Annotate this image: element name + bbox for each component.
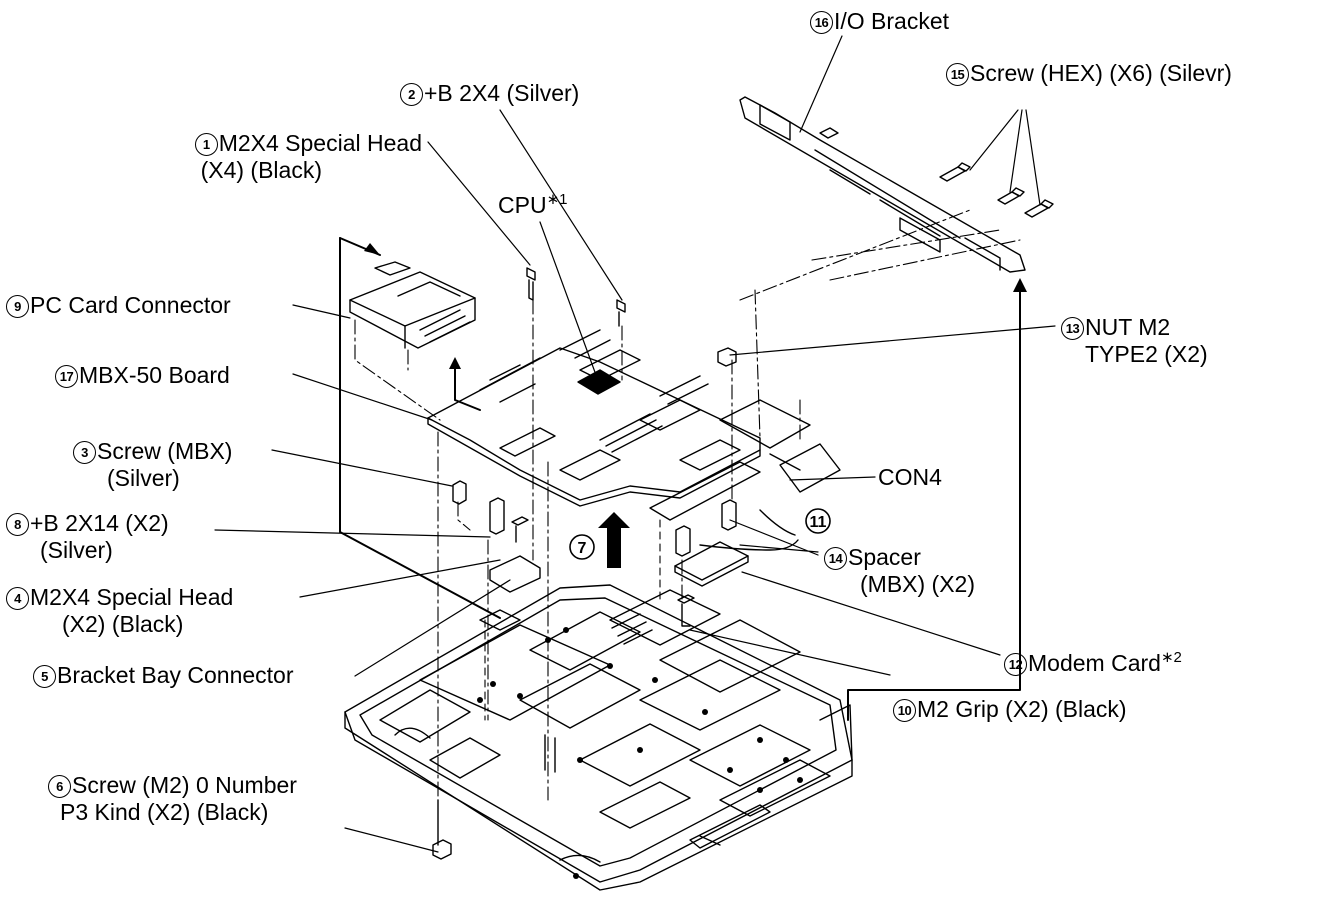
- footnote-mark: ∗2: [1160, 649, 1182, 666]
- modem-card: [674, 541, 749, 587]
- label-text: M2 Grip (X2) (Black): [917, 696, 1127, 722]
- step-7-marker: 7: [578, 540, 587, 557]
- label-b-2x4: 2+B 2X4 (Silver): [400, 80, 579, 107]
- label-text: MBX-50 Board: [79, 362, 230, 388]
- label-text: NUT M2: [1085, 314, 1171, 340]
- dashed-lines: [484, 519, 661, 721]
- label-text: M2X4 Special Head: [218, 130, 422, 156]
- pc-card-connector: [349, 261, 476, 349]
- label-con4: CON4: [878, 464, 942, 491]
- label-text: Screw (MBX): [97, 438, 233, 464]
- step-11-marker: 11: [810, 514, 827, 531]
- callout-number: 2: [400, 83, 423, 106]
- label-text-line2: (Silver): [40, 537, 113, 563]
- label-text-line2: (MBX) (X2): [860, 571, 975, 597]
- label-text: +B 2X4 (Silver): [424, 80, 580, 106]
- spacers: [675, 347, 737, 557]
- label-text-line2: (X2) (Black): [62, 611, 184, 637]
- label-text-line2: P3 Kind (X2) (Black): [60, 799, 269, 825]
- small-screws: [432, 267, 695, 860]
- label-cpu: CPU∗1: [498, 186, 567, 219]
- label-text-line2: (Silver): [107, 465, 180, 491]
- callout-number: 5: [33, 665, 56, 688]
- callout-number: 4: [6, 587, 29, 610]
- callout-number: 3: [73, 441, 96, 464]
- label-text: +B 2X14 (X2): [30, 510, 169, 536]
- assembly-lines: [354, 209, 1021, 801]
- label-text: Modem Card: [1028, 650, 1161, 676]
- modem-cable: [699, 509, 799, 551]
- case-holes: [477, 627, 803, 879]
- callout-number: 10: [893, 699, 916, 722]
- leader-lines: [214, 35, 1056, 853]
- footnote-mark: ∗1: [546, 191, 568, 208]
- bottom-case: [344, 584, 853, 891]
- callout-number: 15: [946, 63, 969, 86]
- label-text: Bracket Bay Connector: [57, 662, 294, 688]
- label-text: Spacer: [848, 544, 921, 570]
- callout-number: 16: [810, 11, 833, 34]
- label-text-line2: (X4) (Black): [200, 157, 322, 183]
- cpu-chip: [577, 369, 621, 395]
- label-text: PC Card Connector: [30, 292, 231, 318]
- callout-number: 12: [1004, 653, 1027, 676]
- label-text-line2: TYPE2 (X2): [1085, 341, 1208, 367]
- mbx-50-board: [427, 329, 841, 521]
- arrowheads: [364, 243, 1027, 568]
- callout-number: 8: [6, 513, 29, 536]
- callout-number: 9: [6, 295, 29, 318]
- label-text: Screw (M2) 0 Number: [72, 772, 297, 798]
- callout-number: 13: [1061, 317, 1084, 340]
- label-text: Screw (HEX) (X6) (Silevr): [970, 60, 1232, 86]
- hex-screws: [939, 162, 1054, 218]
- callout-number: 6: [48, 775, 71, 798]
- label-text: CPU: [498, 192, 547, 218]
- callout-number: 14: [824, 547, 847, 570]
- label-text: I/O Bracket: [834, 8, 950, 34]
- label-text: CON4: [878, 464, 942, 490]
- step-markers: 11 7: [569, 508, 831, 560]
- bracket-bay-connector: [489, 555, 541, 593]
- callout-number: 17: [55, 365, 78, 388]
- callout-number: 1: [194, 133, 218, 156]
- io-bracket: [739, 96, 1026, 273]
- label-text: M2X4 Special Head: [30, 584, 234, 610]
- label-b-2x14: 8+B 2X14 (X2) (Silver): [6, 510, 169, 564]
